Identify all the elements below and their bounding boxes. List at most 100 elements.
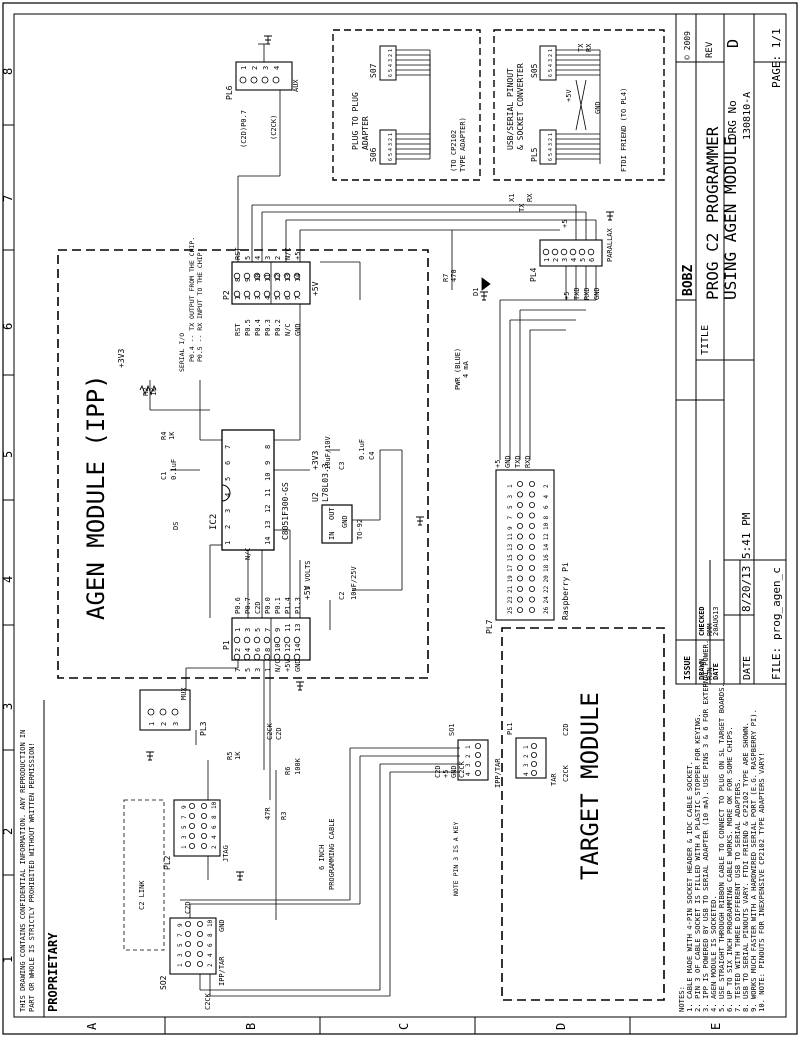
so1-signal-label: C2D [434,765,442,778]
pl7-even-pin-number: 4 [543,495,550,499]
pl5-pin-number: 4 [548,148,554,151]
pl7-pin [529,512,536,519]
pl3-pin-number: 1 [148,722,156,726]
pl7-pin [529,607,536,614]
pl2-pin-number-odd: 7 [181,815,188,819]
pl3-label: MUX [180,687,188,700]
supply-5v-p2: +5V [311,281,320,296]
pl1-pin-number: 4 [523,772,530,776]
pl7-even-pin-number: 16 [543,554,550,562]
p2-pin-number-even: 9 [244,278,252,282]
p1-bottom-label: 5 [244,668,252,672]
pl4-pin [569,248,577,256]
pl2-pin [200,843,207,850]
c1-value: 0.1uF [170,459,178,480]
pl7-pin [517,586,524,593]
u2-name: U2 [311,492,320,502]
so1-pin-number: 3 [465,763,472,767]
pl7-odd-pin-number: 1 [507,484,514,488]
ic2-left-pin-number: 4 [224,493,232,497]
so1-pin [474,770,481,777]
tb-checked-by: RMM [706,623,714,636]
u2-package: TO-92 [356,519,364,540]
ic2-left-pin-number: 2 [224,525,232,529]
s06-label: S06 [369,147,378,162]
pl4-pin-number: 6 [588,258,596,262]
pl7-even-pin-number: 14 [543,543,550,551]
p1-pin-number: 9 [274,628,282,632]
zone-number-2: 2 [1,828,15,835]
pl7-odd-pin-number: 23 [507,596,514,604]
r3-name: R3 [280,812,288,820]
p2-pin [243,290,251,298]
p1-pin [293,653,301,661]
r5-value: 1K [234,751,242,760]
p2-name: P2 [222,290,231,300]
p1-pin-name: P1.3 [294,597,302,614]
p2-top-label: 5 [244,256,252,260]
plug-adapter-title-1: PLUG TO PLUG [351,92,360,150]
p1-pin [253,636,261,644]
pl7-pin [529,575,536,582]
pl2-pin [200,813,207,820]
p2-pin-name: P0.2 [274,319,282,336]
pl1-pin [531,770,538,777]
ic2-left-pin-number: 6 [224,461,232,465]
pl4-pin-number: 2 [552,258,560,262]
zone-letters: A B C D E [85,1022,723,1030]
so1-name: SO1 [448,723,456,736]
p1-pin-name: P0.1 [274,597,282,614]
pl7-pin [517,480,524,487]
pl7-pin [529,565,536,572]
p2-pin [263,290,271,298]
p1-pin-number: 5 [254,628,262,632]
cable-wiring [180,660,460,997]
pl3-pin [171,708,179,716]
p2-pin-name: P0.5 [244,319,252,336]
pl7-pin [529,554,536,561]
tb-page: PAGE: 1/1 [770,28,783,88]
so2-pin [196,921,203,928]
pl7-even-pin-number: 8 [543,516,550,520]
usb-serial-cross [575,79,587,131]
pl3-pin [147,708,155,716]
u2-gnd: GND [341,515,349,528]
p2-top-label: 2 [274,256,282,260]
p1-bottom-label: GND [294,659,302,672]
so2-pin-number-odd: 5 [177,943,184,947]
plug-adapter-title-2: ADAPTER [361,116,370,150]
pl2-pin [188,843,195,850]
agen-internal-wiring [149,261,403,630]
tb-rev-label: REV [705,41,715,58]
c2-name: C2 [338,592,346,600]
s05-pin-number: 1 [548,49,554,52]
p2-pin-number: 2 [244,296,252,300]
usb-serial-rx: RX [585,43,593,52]
so1-pin-number: 2 [465,754,472,758]
serial-io-line1: P0.4 -- TX OUTPUT FROM THE CHIP. [188,237,196,362]
pl7-name: PL7 [485,619,494,634]
s06-pin-number: 4 [388,148,394,151]
so2-pin [196,961,203,968]
notes-heading: NOTES: [677,986,686,1012]
so2-pin-number-odd: 9 [177,923,184,927]
pl6-pin-number: 1 [240,66,248,70]
tb-checked-label: CHECKED [698,606,706,636]
r7-value: 470 [450,269,458,282]
pl6-pin-number: 4 [273,66,281,70]
pl7-odd-pin-number: 19 [507,575,514,583]
pl1-name: PL1 [506,722,514,735]
so1-signal-label: +5 [442,770,450,778]
c3-value: 10uF/10V [324,435,332,470]
ic2-name: IC2 [209,514,219,530]
s06-pin-number: 1 [388,133,394,136]
pl7-pin [517,607,524,614]
s07-pin-number: 2 [388,54,394,57]
so2-c2ck: C2CK [204,992,212,1010]
pl1-label: TAR [550,773,558,786]
pl6-pin-number: 3 [262,66,270,70]
s06-pin-number: 3 [388,143,394,146]
r4-value: 1K [168,431,176,440]
